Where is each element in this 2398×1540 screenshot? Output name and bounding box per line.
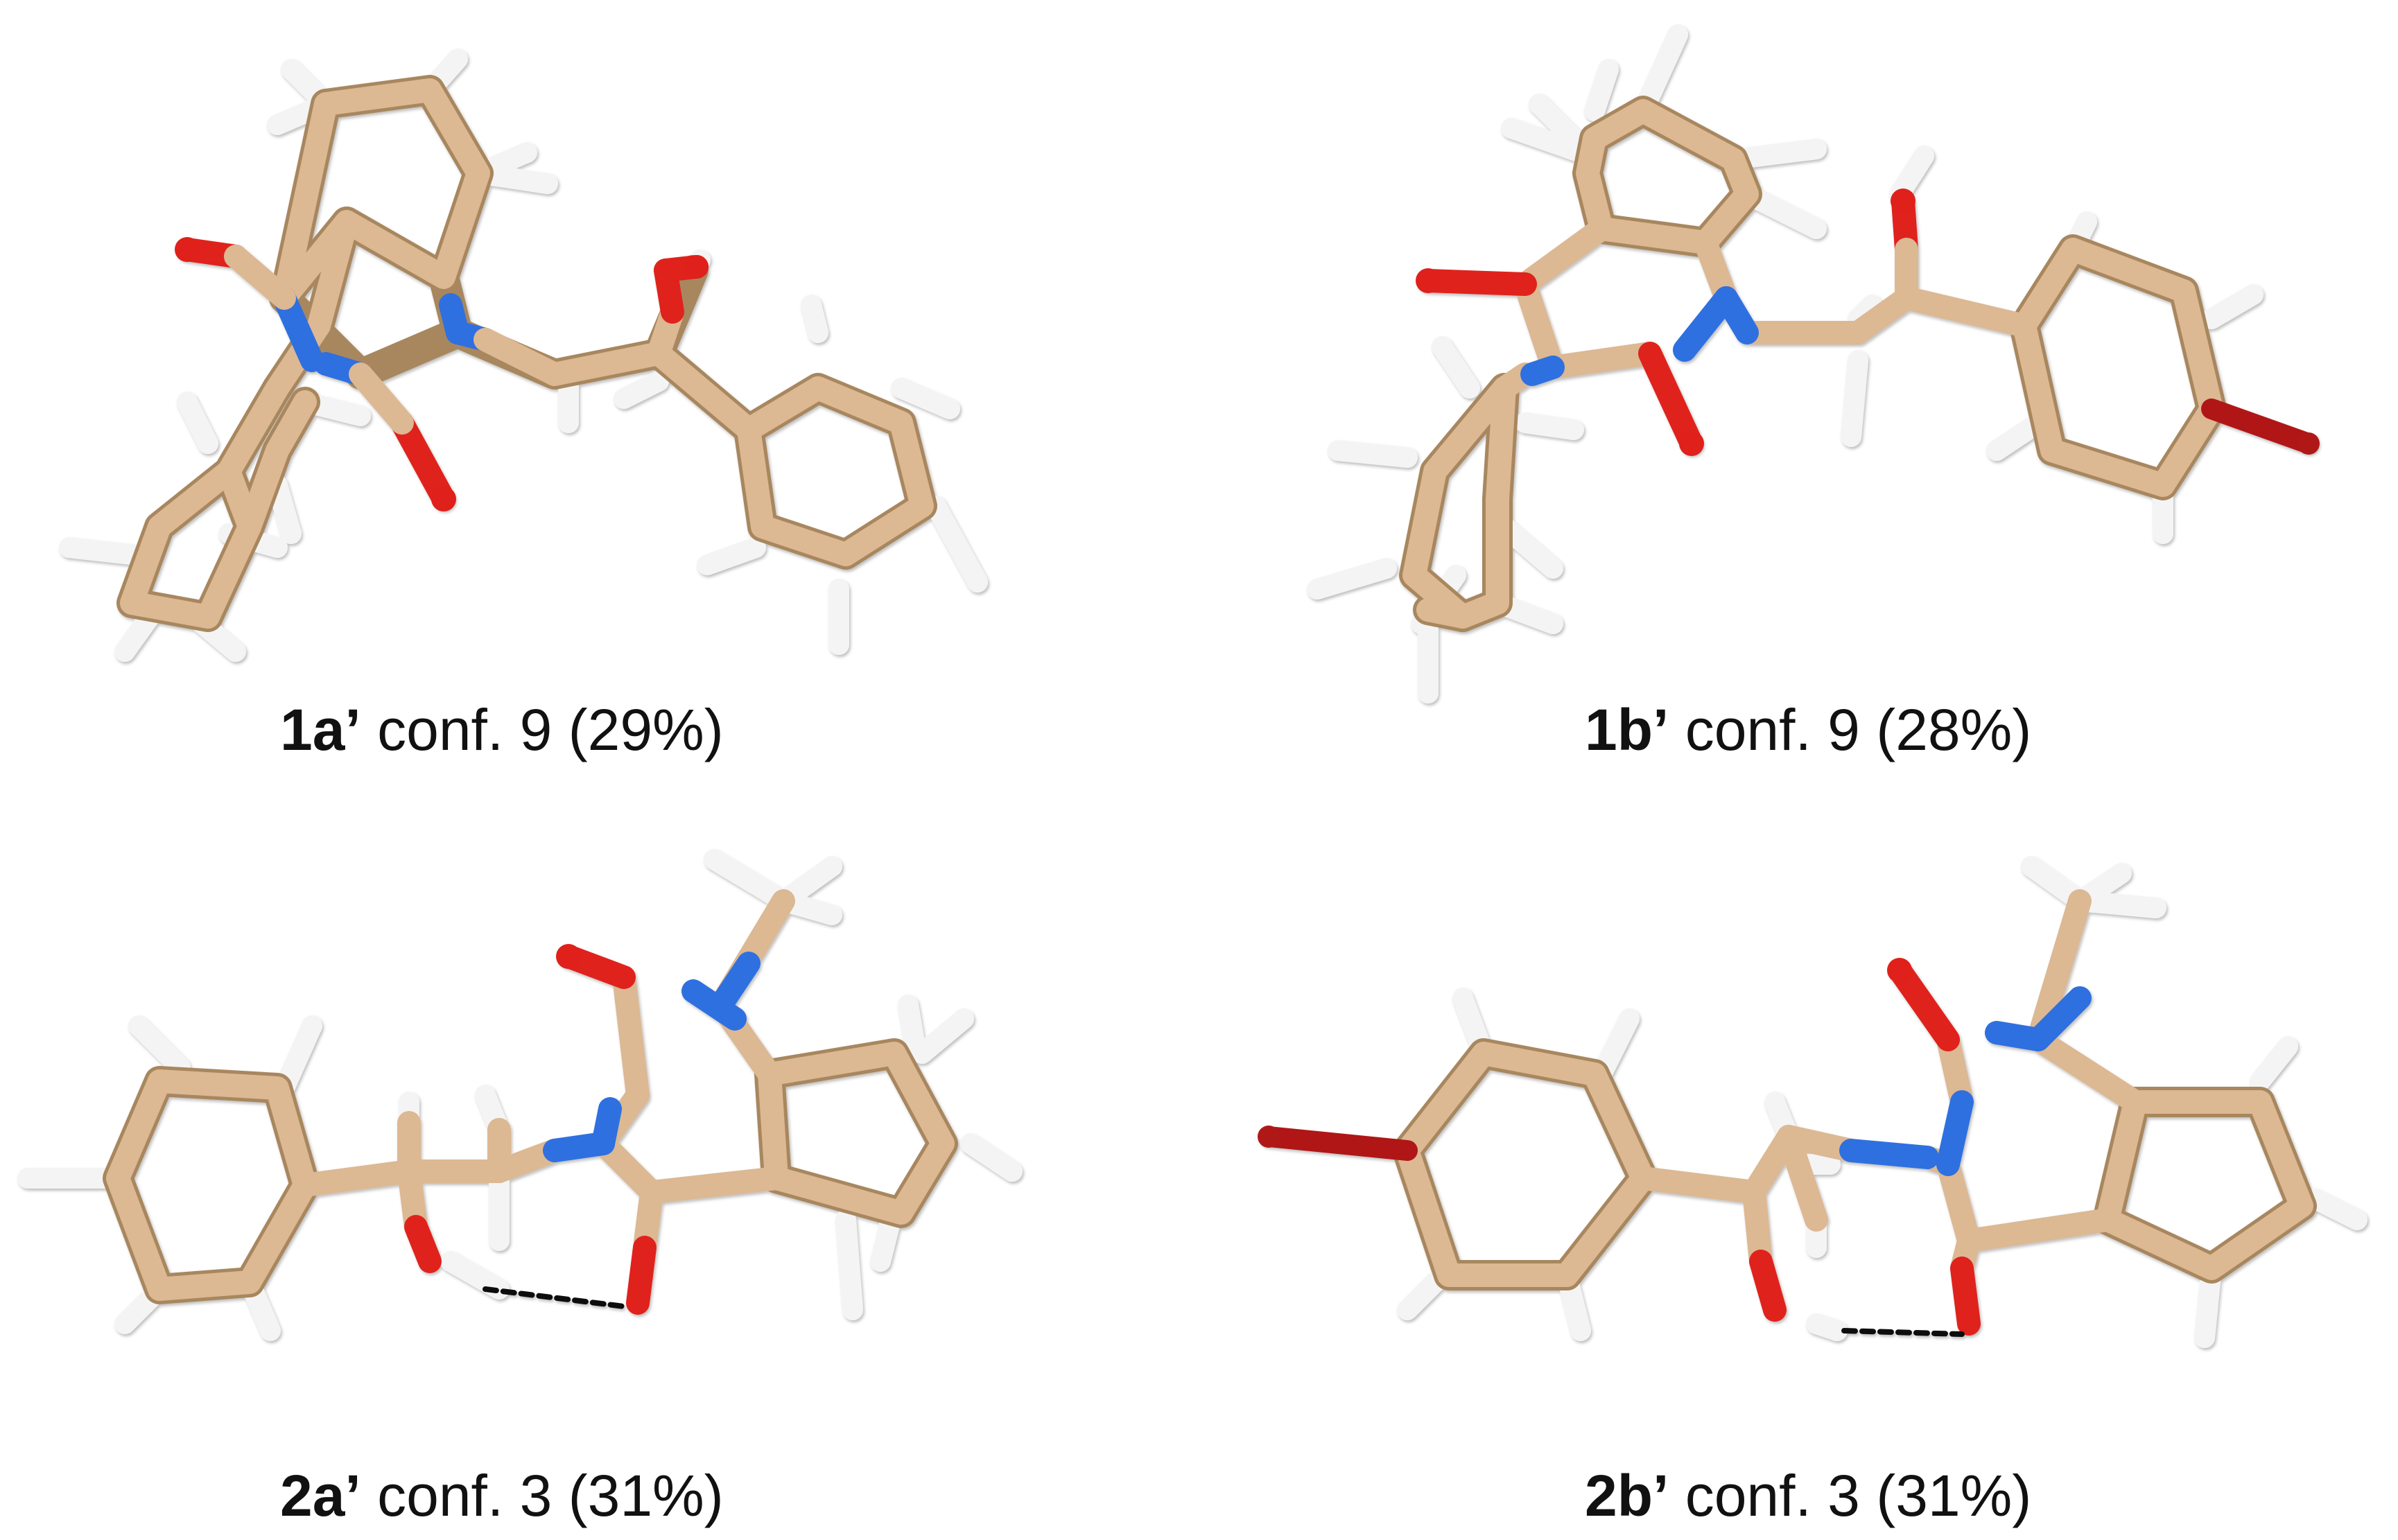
caption-1b: 1b’ conf. 9 (28%) [1585, 697, 2031, 764]
conformer-text-2b: conf. 3 (31%) [1685, 1463, 2032, 1528]
hydrogen-bond-2a [483, 1286, 627, 1309]
compound-label-1b: 1b’ [1585, 697, 1669, 762]
compound-label-2a: 2a’ [280, 1463, 361, 1528]
caption-2b: 2b’ conf. 3 (31%) [1585, 1462, 2031, 1530]
compound-label-2b: 2b’ [1585, 1463, 1669, 1528]
compound-label-1a: 1a’ [280, 697, 361, 762]
hydrogen-bond-2b [1841, 1328, 1965, 1337]
molecule-2a [17, 849, 1023, 1341]
molecule-1a [59, 49, 988, 662]
conformer-text-2a: conf. 3 (31%) [377, 1463, 724, 1528]
caption-2a: 2a’ conf. 3 (31%) [280, 1462, 724, 1530]
molecule-1b [1307, 24, 2319, 703]
conformer-text-1b: conf. 9 (28%) [1685, 697, 2032, 762]
caption-1a: 1a’ conf. 9 (29%) [280, 697, 724, 764]
molecule-2b [1258, 856, 2367, 1348]
conformer-text-1a: conf. 9 (29%) [377, 697, 724, 762]
atom-caps [175, 189, 2320, 1148]
